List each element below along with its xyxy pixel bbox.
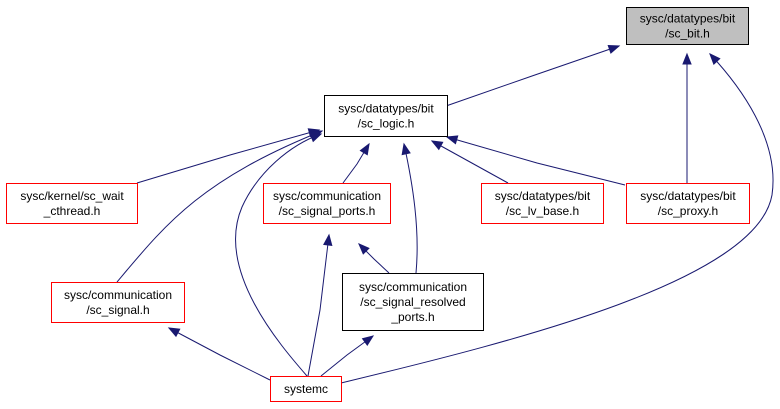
arrowhead — [358, 243, 370, 255]
nodes-layer: sysc/datatypes/bit/sc_bit.hsysc/datatype… — [6, 7, 750, 402]
edge-systemc-to-sc-logic — [235, 133, 323, 377]
node-label-line: /sc_signal_ports.h — [279, 204, 376, 218]
node-sc-signal-ports[interactable]: sysc/communication/sc_signal_ports.h — [263, 183, 391, 224]
arrowhead — [361, 335, 375, 347]
edge-systemc-to-sc-signal-ports — [307, 233, 333, 377]
node-label-line: /sc_bit.h — [665, 27, 710, 41]
arrowhead — [682, 52, 692, 65]
node-sc-wait-cthread[interactable]: sysc/kernel/sc_wait_cthread.h — [6, 183, 138, 224]
node-label-line: sysc/communication — [359, 280, 467, 294]
edge-line — [235, 133, 322, 377]
node-box — [626, 7, 749, 45]
node-sc-bit: sysc/datatypes/bit/sc_bit.h — [626, 7, 749, 45]
node-sc-signal[interactable]: sysc/communication/sc_signal.h — [51, 282, 185, 323]
node-label-line: /sc_lv_base.h — [506, 204, 579, 218]
node-label-line: sysc/datatypes/bit — [338, 102, 434, 116]
edge-systemc-to-sc-bit — [340, 53, 774, 384]
edge-sc-logic-to-sc-bit — [445, 44, 621, 107]
edge-sc-lv-base-to-sc-logic — [430, 140, 509, 184]
edge-line — [168, 327, 271, 381]
node-box — [6, 183, 138, 224]
edge-sc-signal-ports-to-sc-logic — [342, 142, 370, 184]
arrowhead — [167, 327, 181, 338]
node-box — [626, 183, 750, 224]
edge-line — [340, 53, 774, 384]
node-systemc[interactable]: systemc — [270, 376, 342, 402]
edge-line — [403, 143, 418, 274]
node-sc-signal-resolved-ports[interactable]: sysc/communication/sc_signal_resolved_po… — [342, 273, 484, 331]
edge-systemc-to-sc-signal — [167, 327, 271, 381]
edge-sc-proxy-to-sc-logic — [445, 135, 626, 186]
node-label-line: sysc/communication — [273, 189, 381, 203]
node-box — [270, 376, 342, 402]
edge-sc-signal-resolved-ports-to-sc-signal-ports — [358, 243, 390, 274]
node-label-line: /sc_logic.h — [358, 117, 415, 131]
node-box — [342, 273, 484, 331]
edges-layer — [116, 44, 774, 384]
arrowhead — [607, 44, 621, 54]
node-label-line: sysc/datatypes/bit — [495, 189, 591, 203]
node-sc-logic[interactable]: sysc/datatypes/bit/sc_logic.h — [324, 95, 448, 137]
arrowhead — [359, 142, 370, 156]
edge-line — [136, 129, 320, 184]
node-label-line: /sc_signal_resolved — [360, 295, 465, 309]
node-label-line: _cthread.h — [43, 204, 101, 218]
arrowhead — [401, 142, 411, 156]
node-label-line: sysc/datatypes/bit — [640, 189, 736, 203]
node-box — [481, 183, 604, 224]
node-label-line: sysc/communication — [64, 288, 172, 302]
arrowhead — [430, 140, 444, 151]
node-sc-proxy[interactable]: sysc/datatypes/bit/sc_proxy.h — [626, 183, 750, 224]
node-box — [263, 183, 391, 224]
node-label-line: sysc/kernel/sc_wait — [20, 189, 124, 203]
arrowhead — [309, 133, 323, 143]
node-label-line: /sc_proxy.h — [658, 204, 718, 218]
edge-sc-proxy-to-sc-bit — [682, 52, 692, 183]
node-box — [51, 282, 185, 323]
edge-line — [116, 130, 323, 283]
edge-line — [431, 140, 509, 184]
edge-line — [446, 136, 626, 186]
node-sc-lv-base[interactable]: sysc/datatypes/bit/sc_lv_base.h — [481, 183, 604, 224]
arrowhead — [709, 53, 721, 65]
arrowhead — [445, 135, 459, 145]
arrowhead — [323, 233, 333, 246]
node-label-line: /sc_signal.h — [86, 303, 149, 317]
node-label-line: sysc/datatypes/bit — [640, 12, 736, 26]
edge-line — [445, 45, 620, 107]
node-label-line: _ports.h — [390, 310, 434, 324]
edge-sc-signal-resolved-ports-to-sc-logic — [401, 142, 418, 274]
edge-systemc-to-sc-signal-resolved-ports — [320, 335, 375, 377]
edge-line — [320, 335, 374, 377]
node-label-line: systemc — [284, 382, 328, 396]
node-box — [324, 95, 448, 137]
edge-line — [307, 234, 330, 377]
edge-sc-wait-cthread-to-sc-logic — [136, 128, 321, 184]
